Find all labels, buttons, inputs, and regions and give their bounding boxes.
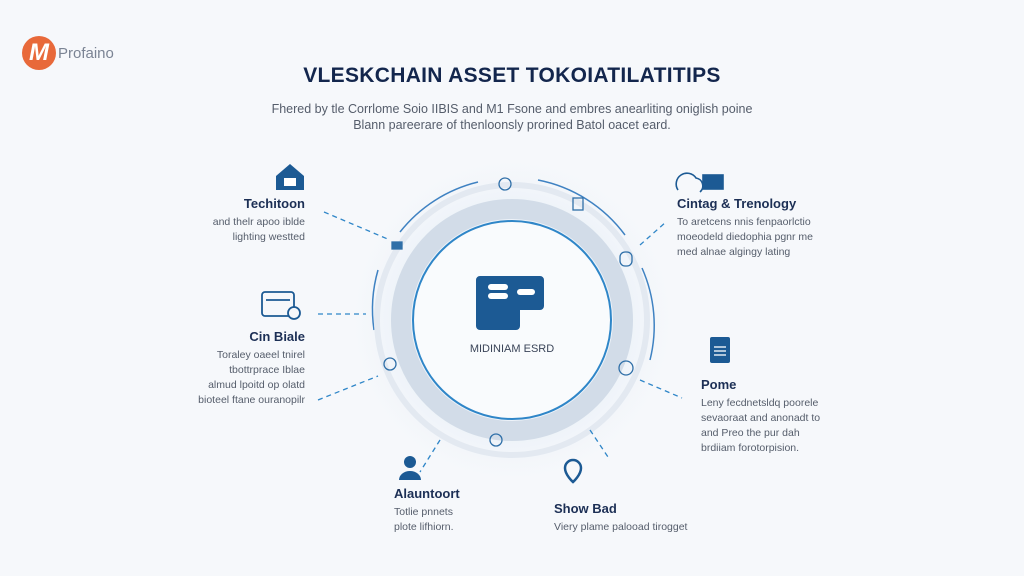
house-icon: [276, 164, 304, 190]
clipboard-icon: [710, 337, 730, 363]
center-token-icon: [476, 276, 544, 330]
node-desc: Viery plame palooad tirogget: [554, 521, 688, 533]
page-title: VLESKCHAIN ASSET TOKOIATILATITIPS: [303, 64, 721, 87]
node-title: Pome: [701, 377, 737, 392]
person-icon: [399, 456, 421, 480]
ring-icon-grid: [572, 197, 584, 211]
brand-logo[interactable]: M Profaino: [22, 36, 114, 70]
ring-icon-globe: [498, 177, 512, 191]
card-icon: [261, 291, 301, 320]
subtitle-line: Blann pareerare of thenloonsly prorined …: [353, 118, 671, 132]
middle-ring: [391, 199, 633, 441]
ring-icon-cycle: [489, 433, 503, 447]
center-label: MIDINIAM ESRD: [469, 343, 555, 355]
logo-text: Profaino: [58, 44, 114, 62]
logo-mark: M: [22, 36, 56, 70]
ring-icon-settings: [383, 357, 397, 371]
node-title: Cintag & Trenology: [677, 196, 797, 211]
ring-icon-bag: [619, 251, 633, 267]
node-title: Alauntoort: [394, 486, 460, 501]
subtitle-line: Fhered by tle Corrlome Soio IIBIS and M1…: [271, 102, 753, 116]
node-title: Show Bad: [554, 501, 617, 516]
location-pin-icon: [563, 458, 583, 484]
page-subtitle: Fhered by tle Corrlome Soio IIBIS and M1…: [262, 101, 762, 133]
ring-icon-laptop: [391, 241, 403, 250]
ring-icon-gear: [618, 360, 634, 376]
outer-ring: [371, 179, 655, 361]
cloud-screen-icon: [675, 172, 724, 193]
node-title: Cin Biale: [249, 329, 305, 344]
node-show-bad: Show Bad Viery plame palooad tirogget: [554, 501, 724, 535]
node-title: Techitoon: [243, 196, 305, 211]
node-cintag-trenology: Cintag & Trenology To aretcens nnis fenp…: [677, 196, 847, 260]
connectors: [317, 211, 683, 473]
